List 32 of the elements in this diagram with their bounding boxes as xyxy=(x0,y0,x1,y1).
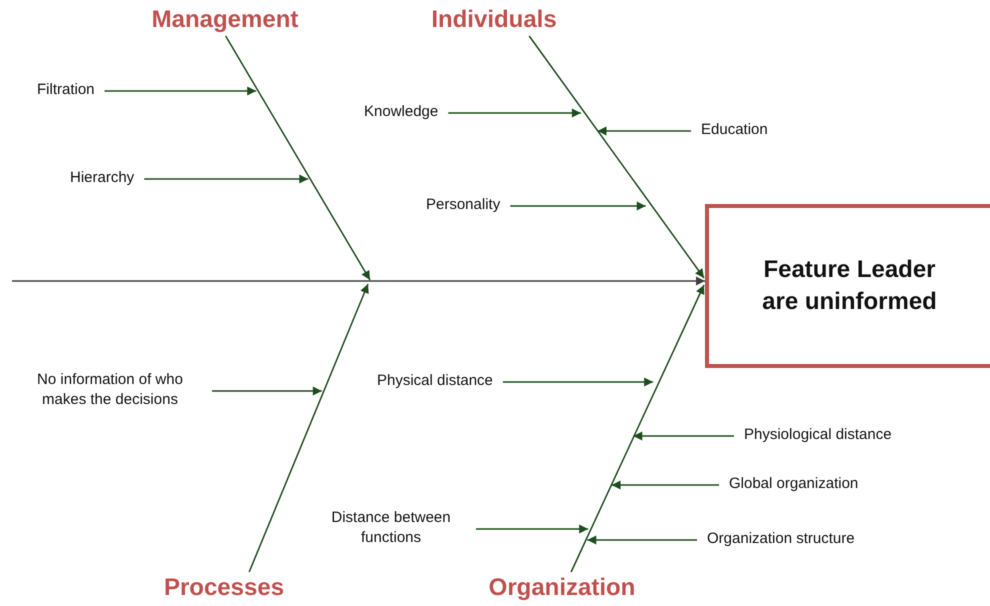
cause-arrow xyxy=(104,86,256,96)
cause-arrow xyxy=(510,202,646,210)
category-heading: Management xyxy=(152,6,298,34)
cause-arrow xyxy=(502,378,654,386)
spine-arrow xyxy=(12,276,705,286)
cause-label: Organization structure xyxy=(707,529,855,549)
cause-label: Physical distance xyxy=(377,371,493,391)
bone-arrow xyxy=(570,284,705,572)
category-heading: Organization xyxy=(488,574,636,602)
bone-arrow xyxy=(528,36,705,278)
effect-box: Feature Leader are uninformed xyxy=(705,204,990,368)
cause-arrow xyxy=(448,108,581,118)
cause-label: Hierarchy xyxy=(70,168,134,188)
category-heading: Individuals xyxy=(431,6,557,34)
cause-label: Filtration xyxy=(37,80,95,100)
cause-label: Knowledge xyxy=(364,102,438,122)
cause-label: No information of who makes the decisions xyxy=(18,370,202,410)
cause-arrow xyxy=(587,536,697,544)
cause-arrow xyxy=(612,480,719,490)
bone-arrow xyxy=(248,284,369,572)
category-heading: Processes xyxy=(164,574,284,602)
cause-label: Personality xyxy=(426,195,500,215)
cause-arrow xyxy=(476,524,588,534)
cause-arrow xyxy=(597,126,691,136)
cause-arrow xyxy=(144,174,308,184)
cause-label: Global organization xyxy=(729,474,858,494)
bone-arrow xyxy=(224,36,371,280)
cause-label: Physiological distance xyxy=(744,425,892,445)
cause-label: Distance between functions xyxy=(316,508,466,548)
cause-arrow xyxy=(212,386,322,396)
cause-label: Education xyxy=(701,120,768,140)
cause-arrow xyxy=(633,432,734,440)
